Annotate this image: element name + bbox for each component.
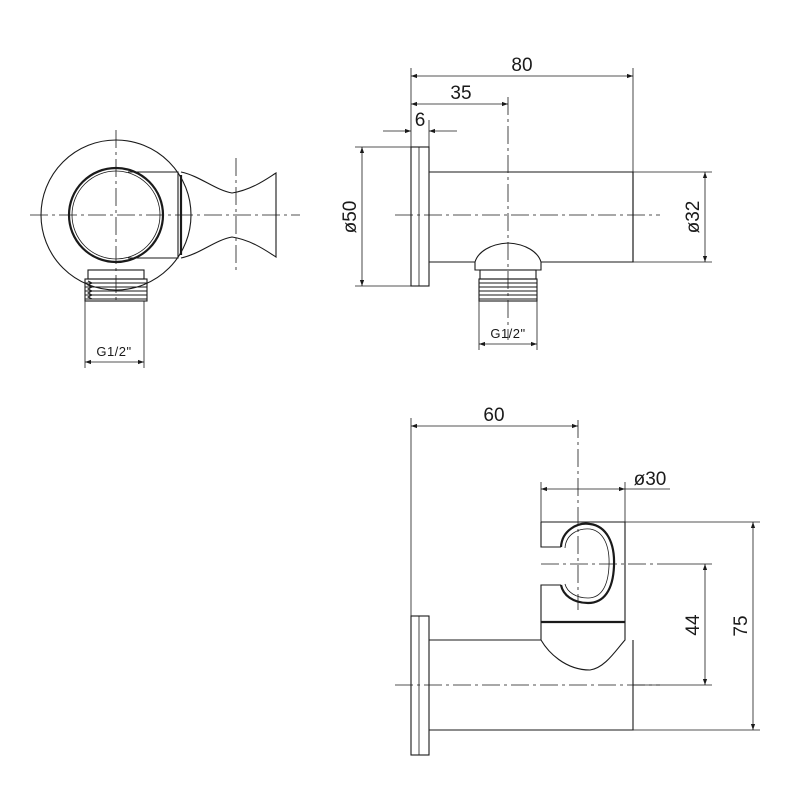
holder-cradle-ring (559, 522, 616, 605)
dim-d30-label: ø30 (634, 469, 667, 490)
dim-d50-label: ø50 (340, 201, 361, 234)
front-thread-label: G1/2" (96, 344, 131, 359)
front-view: G1/2" (30, 130, 300, 368)
dim-d32-label: ø32 (683, 201, 704, 234)
dim-75-label: 75 (731, 615, 752, 636)
side-flange (410, 146, 430, 287)
holder-view: 60 ø30 44 75 (395, 405, 760, 756)
side-thread-label: G1/2" (490, 326, 525, 341)
dim-35-label: 35 (450, 83, 471, 104)
dim-6-label: 6 (415, 110, 426, 131)
holder-flange (410, 615, 430, 756)
dim-44-label: 44 (683, 614, 704, 636)
side-view: 80 35 6 ø50 ø32 G1/2" (340, 55, 712, 350)
side-body (429, 171, 634, 263)
holder-cradle-ring-inner (564, 528, 610, 599)
holder-cradle (540, 521, 626, 622)
holder-arm-joint (540, 621, 626, 671)
dim-60-label: 60 (483, 405, 504, 426)
front-thread (84, 278, 148, 302)
dim-80-label: 80 (511, 55, 532, 76)
